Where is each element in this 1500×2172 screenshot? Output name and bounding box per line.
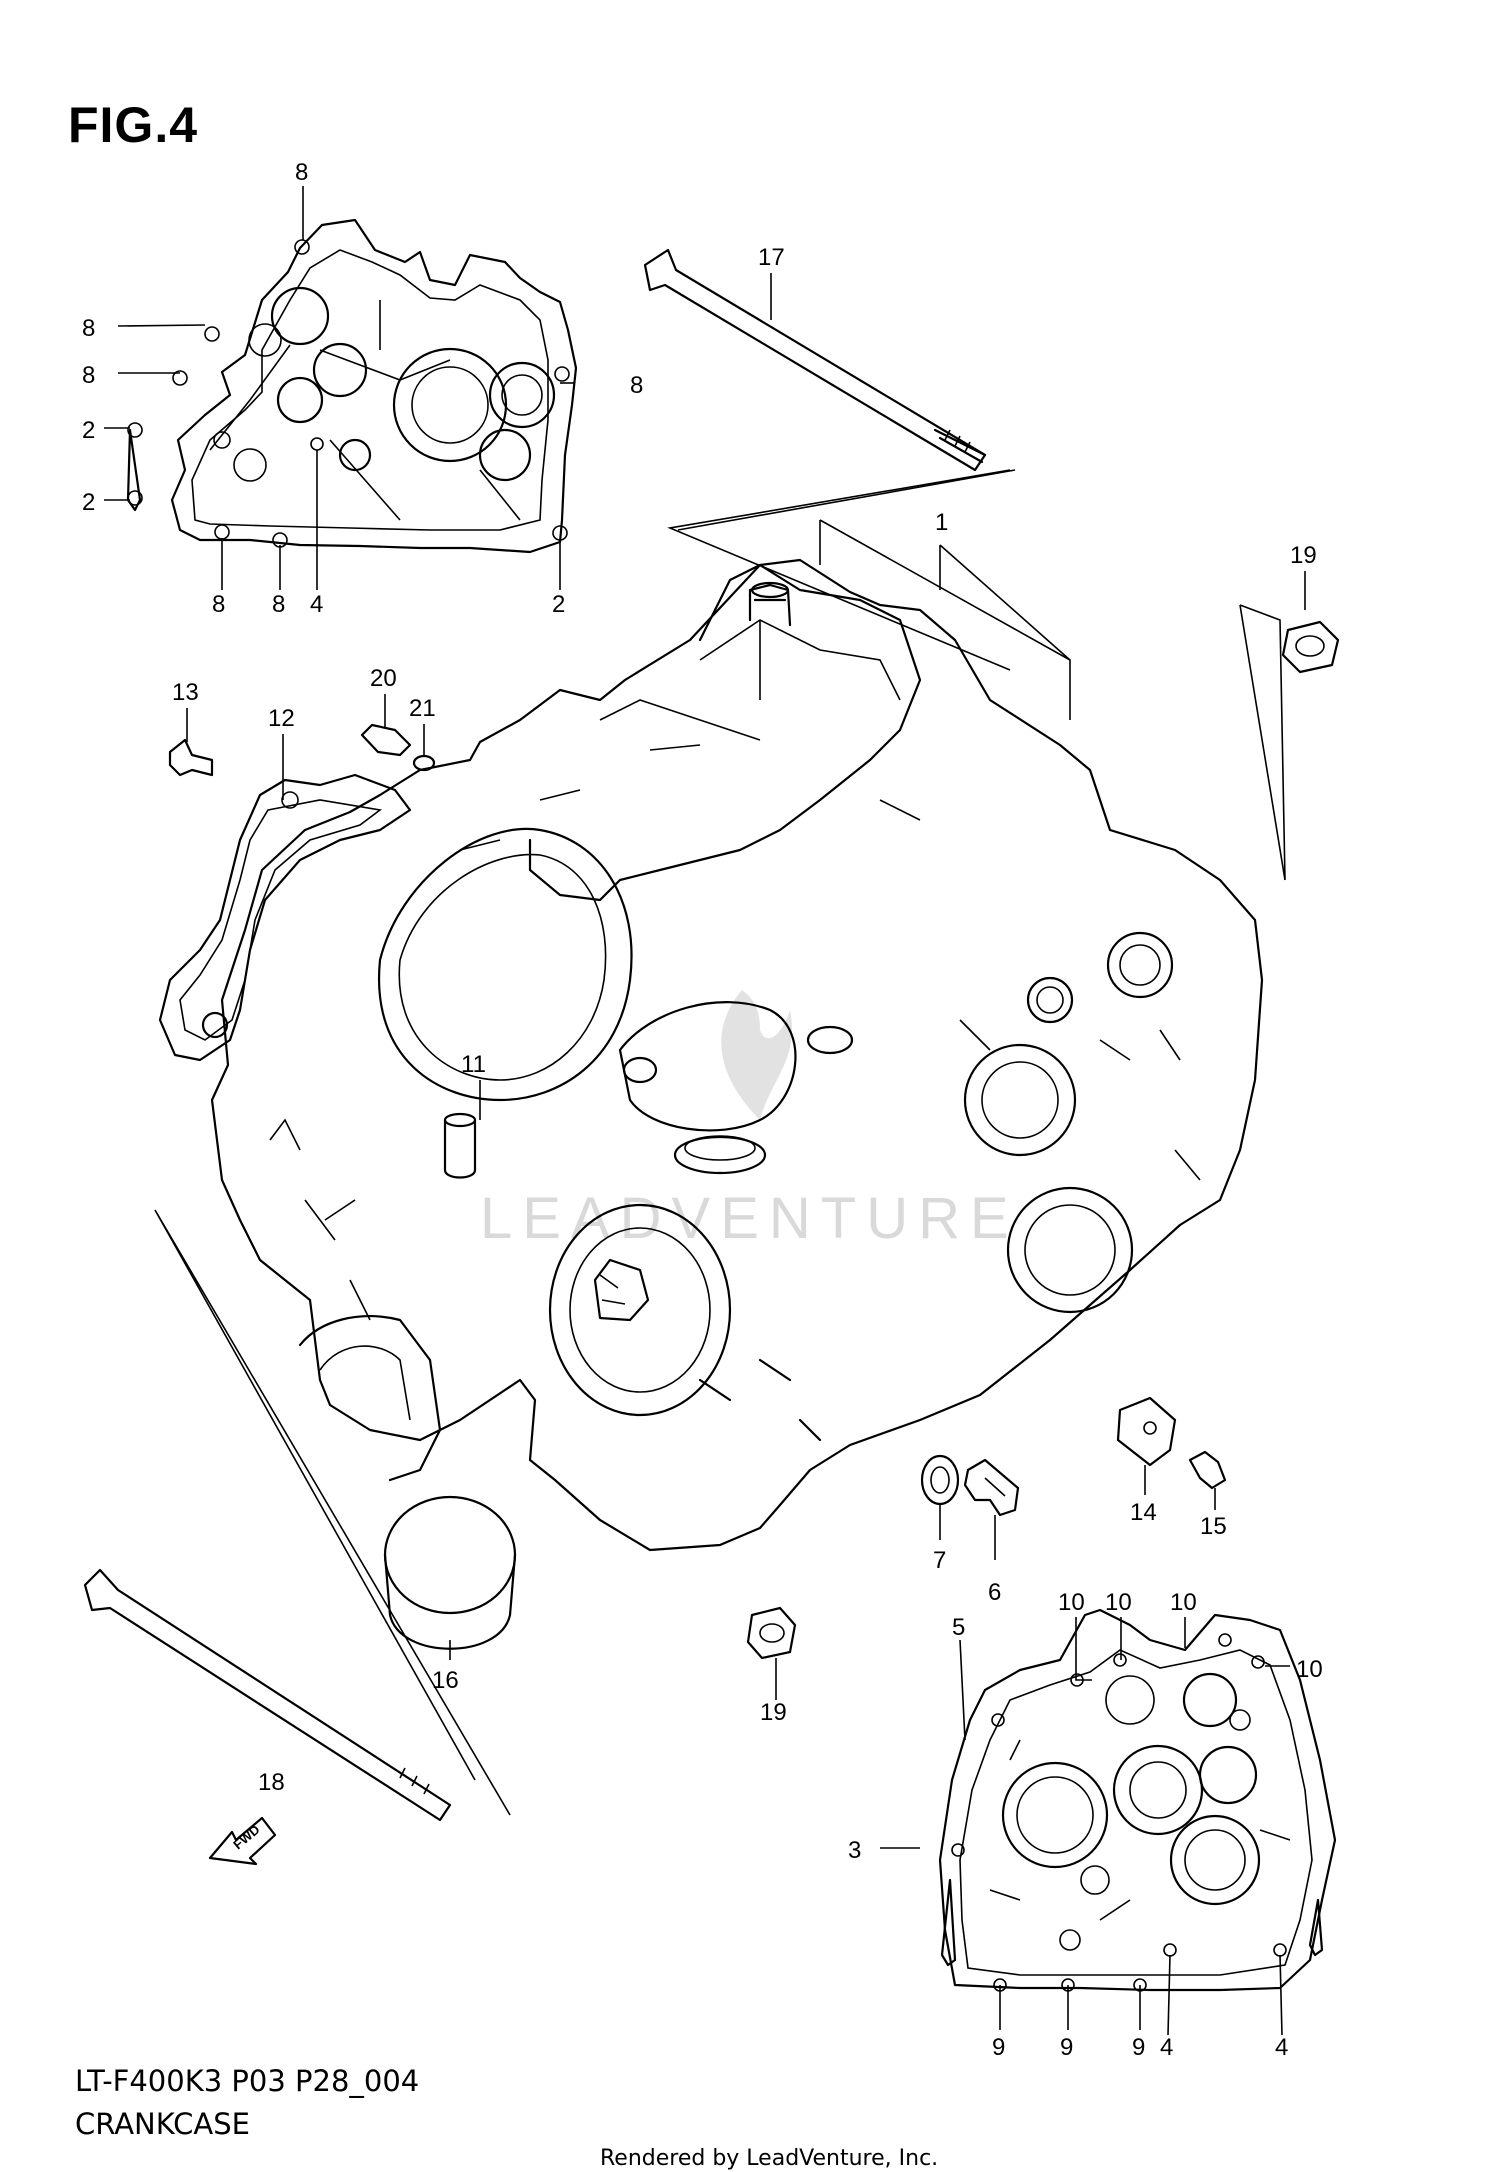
through-bolt-17	[643, 248, 987, 472]
callout-10-b: 10	[1105, 1589, 1132, 1616]
callout-17: 17	[758, 244, 785, 271]
callout-8-top: 8	[295, 159, 308, 186]
render-credit: Rendered by LeadVenture, Inc.	[600, 2146, 939, 2171]
callout-9-a: 9	[992, 2034, 1005, 2061]
bolt-13	[168, 738, 214, 777]
watermark-logo	[721, 990, 793, 1120]
callout-4-bottom-a: 4	[1160, 2034, 1173, 2061]
forward-arrow-label: FWD	[230, 1822, 262, 1853]
left-case-half-inset	[126, 218, 578, 554]
callout-10-c: 10	[1170, 1589, 1197, 1616]
callout-8-bottom-b: 8	[272, 591, 285, 618]
forward-arrow-icon: FWD	[208, 1816, 277, 1866]
callout-5: 5	[952, 1614, 965, 1641]
model-code: LT-F400K3 P03 P28_004	[75, 2064, 420, 2098]
callout-19-lower: 19	[760, 1699, 787, 1726]
through-bolt-18	[83, 1568, 452, 1822]
callout-11: 11	[461, 1051, 486, 1078]
callout-21: 21	[409, 695, 436, 722]
callout-9-c: 9	[1132, 2034, 1145, 2061]
nut-19-lower	[746, 1606, 797, 1660]
nut-19-upper	[1281, 620, 1340, 674]
callout-10-a: 10	[1058, 1589, 1085, 1616]
callout-4-top: 4	[310, 591, 323, 618]
callout-16: 16	[432, 1667, 459, 1694]
callout-18: 18	[258, 1769, 285, 1796]
leader-lines	[104, 186, 1306, 2036]
callout-19: 19	[1290, 542, 1317, 569]
callout-8-bottom-a: 8	[212, 591, 225, 618]
right-case-half-inset	[938, 1608, 1337, 1992]
callout-4-bottom-b: 4	[1275, 2034, 1288, 2061]
callout-3: 3	[848, 1837, 861, 1864]
callout-labels: 17 1 19 13 12 20 21 11 14 15 7 6 16 19 1…	[82, 159, 1323, 2061]
watermark-text: LEADVENTURE	[480, 1186, 1019, 1251]
callout-2-upper: 2	[82, 417, 95, 444]
callout-6: 6	[988, 1579, 1001, 1606]
callout-2-lower: 2	[82, 489, 95, 516]
bracket-14	[1116, 1396, 1177, 1467]
callout-20: 20	[370, 665, 397, 692]
callout-8-left-upper: 8	[82, 315, 95, 342]
callout-2-bottom: 2	[552, 591, 565, 618]
sensor-20	[360, 723, 412, 757]
callout-14: 14	[1130, 1499, 1157, 1526]
callout-8-left-lower: 8	[82, 362, 95, 389]
washer-21	[412, 754, 436, 772]
callout-15: 15	[1200, 1513, 1227, 1540]
callout-8-right: 8	[630, 372, 643, 399]
callout-9-b: 9	[1060, 2034, 1073, 2061]
callout-12: 12	[268, 705, 295, 732]
diagram-name: CRANKCASE	[75, 2107, 251, 2141]
figure-title: FIG.4	[68, 97, 199, 153]
callout-7: 7	[933, 1547, 946, 1574]
screw-15	[1188, 1450, 1227, 1490]
drain-plug-6	[963, 1458, 1020, 1517]
callout-13: 13	[172, 679, 199, 706]
crankcase-assembly	[158, 558, 1264, 1650]
callout-1: 1	[935, 509, 948, 536]
gasket-7	[920, 1454, 960, 1506]
callout-10-d: 10	[1296, 1656, 1323, 1683]
